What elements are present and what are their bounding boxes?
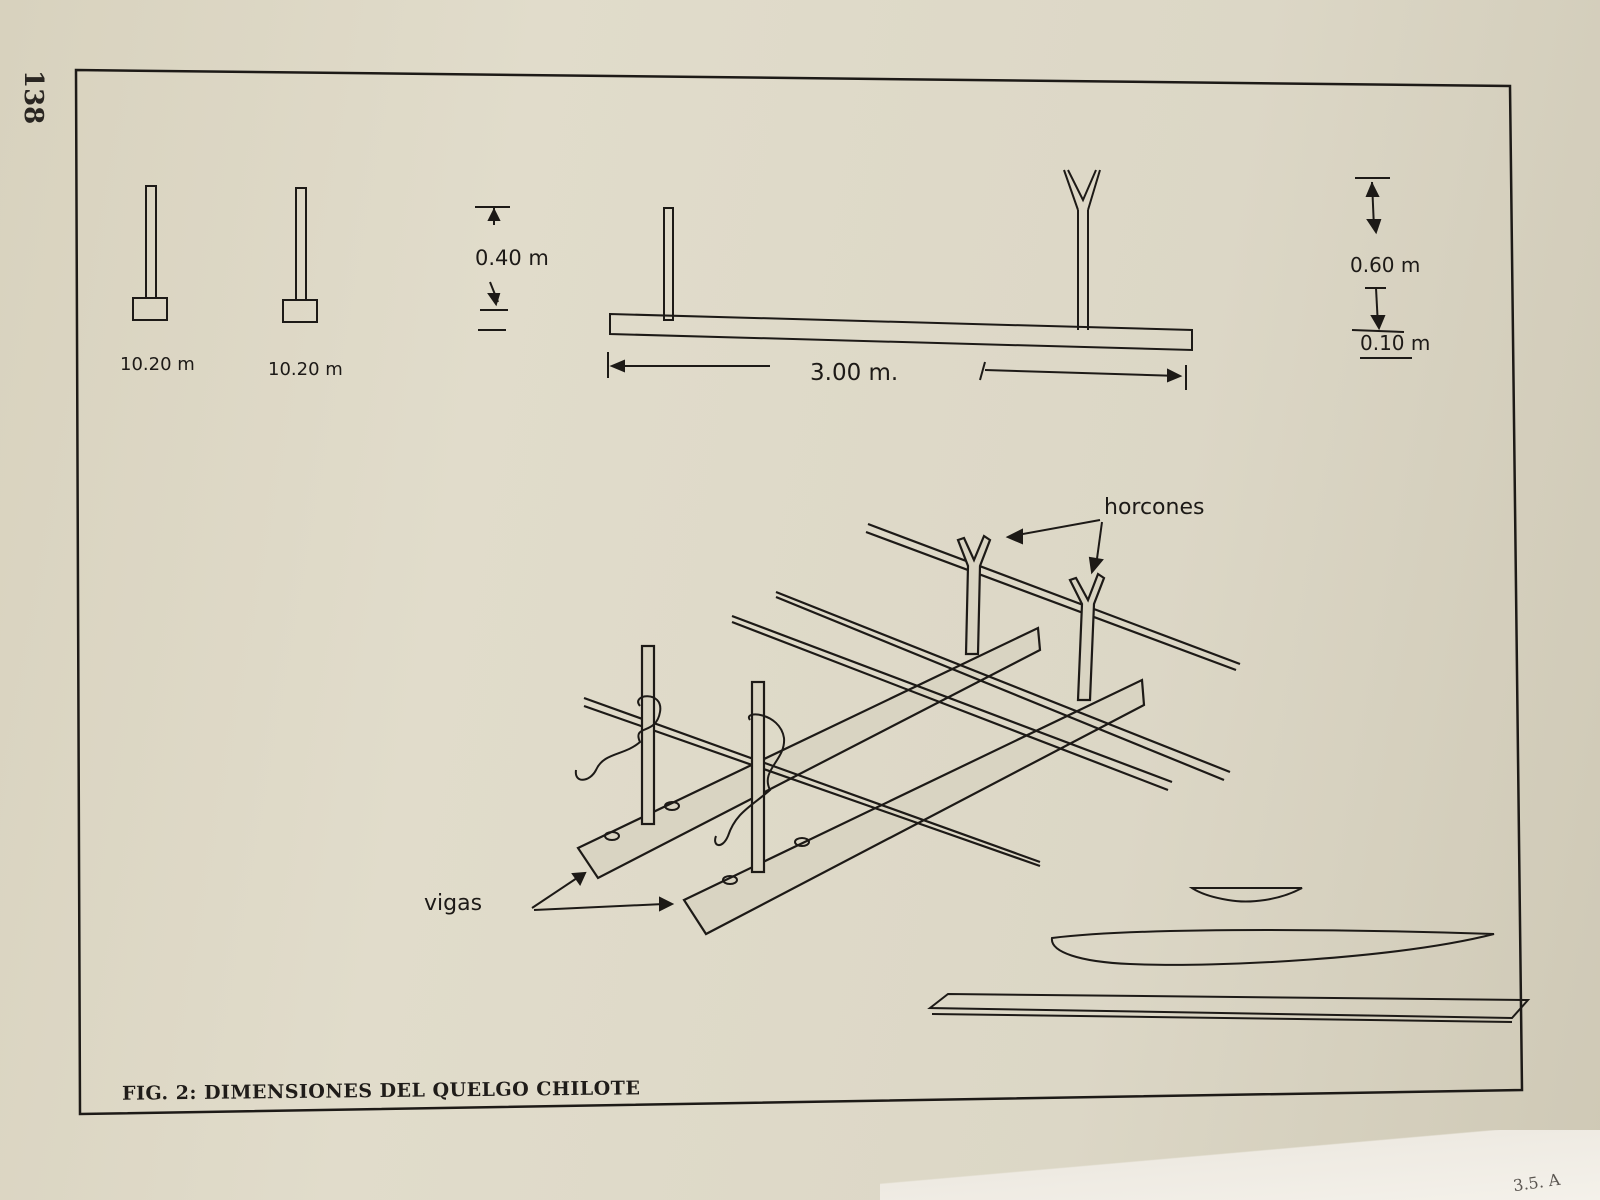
fork-height-label: 0.60 m bbox=[1350, 253, 1420, 277]
horcones-arrows bbox=[1005, 519, 1104, 575]
perspective-poles bbox=[583, 522, 1241, 868]
perspective-stakes bbox=[640, 644, 766, 874]
beam-thickness-label: 0.10 m bbox=[1360, 331, 1430, 355]
perspective-horcones bbox=[956, 534, 1106, 702]
vigas-label: vigas bbox=[424, 891, 482, 916]
side-view-beam bbox=[609, 169, 1193, 352]
perspective-beams bbox=[576, 626, 1146, 936]
stake-height-dimension bbox=[475, 206, 510, 331]
next-page-edge: 3.5. A bbox=[880, 1130, 1600, 1200]
beam-holes bbox=[604, 801, 810, 885]
stake-2-drawing bbox=[282, 187, 318, 323]
fork-height-dimension bbox=[1351, 177, 1412, 359]
stake-1-label: 10.20 m bbox=[120, 354, 195, 375]
stake-2-label: 10.20 m bbox=[268, 359, 343, 380]
beam-length-dimension bbox=[607, 352, 1187, 390]
next-page-text: 3.5. A bbox=[1511, 1169, 1562, 1196]
loose-parts bbox=[927, 887, 1531, 1023]
figure-border bbox=[74, 68, 1524, 1116]
vigas-arrows bbox=[531, 871, 675, 912]
stake-height-label: 0.40 m bbox=[475, 246, 549, 270]
horcones-label: horcones bbox=[1104, 495, 1204, 520]
perspective-cords bbox=[574, 695, 786, 846]
stake-1-drawing bbox=[132, 185, 168, 321]
beam-length-label: 3.00 m. bbox=[810, 360, 898, 386]
